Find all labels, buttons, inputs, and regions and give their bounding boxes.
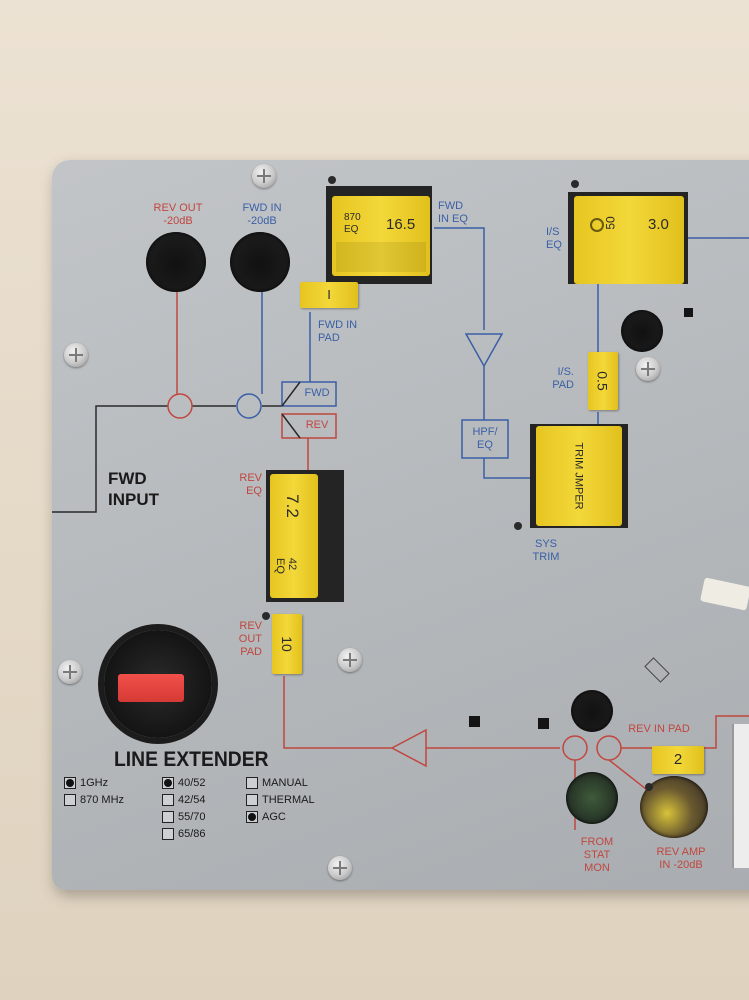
option-55-70[interactable]: 55/70 (162, 811, 206, 823)
panel-screw (64, 343, 88, 367)
indicator-dot (328, 176, 336, 184)
option-thermal[interactable]: THERMAL (246, 794, 315, 806)
hpf-eq-label: HPF/EQ (472, 426, 498, 451)
option-1ghz[interactable]: 1GHz (64, 777, 108, 789)
option-manual[interactable]: MANUAL (246, 777, 308, 789)
from-stat-mon-port[interactable] (566, 772, 618, 824)
checkbox-65-86[interactable] (162, 828, 174, 840)
rev-out-test-port[interactable] (146, 232, 206, 292)
fwd-eq-sub: EQ (344, 224, 359, 235)
checkbox-manual[interactable] (246, 777, 258, 789)
rev-eq-band: 42 (286, 557, 299, 571)
indicator-dot (571, 180, 579, 188)
indicator-dot (645, 783, 653, 791)
rev-out-pad-module[interactable]: 10 (272, 614, 302, 674)
checkbox-thermal[interactable] (246, 794, 258, 806)
is-eq-knob-icon (590, 218, 604, 232)
fwd-in-20db-label: FWD IN-20dB (242, 202, 282, 227)
panel-screw (58, 660, 82, 684)
option-40-52[interactable]: 40/52 (162, 777, 206, 789)
checkbox-42-54[interactable] (162, 794, 174, 806)
checkbox-870mhz[interactable] (64, 794, 76, 806)
fwd-eq-module[interactable]: 870 EQ 16.5 (332, 196, 430, 276)
panel-hole (621, 310, 663, 352)
option-42-54[interactable]: 42/54 (162, 794, 206, 806)
checkbox-agc[interactable] (246, 811, 258, 823)
is-pad-module[interactable]: 0.5 (588, 352, 618, 410)
panel-slot (469, 716, 480, 727)
rev-out-20db-label: REV OUT-20dB (153, 202, 203, 227)
indicator-dot (514, 522, 522, 530)
option-65-86[interactable]: 65/86 (162, 828, 206, 840)
panel-slot (538, 718, 549, 729)
option-870mhz[interactable]: 870 MHz (64, 794, 124, 806)
rev-in-pad-label: REV IN PAD (628, 723, 690, 735)
checkbox-1ghz[interactable] (64, 777, 76, 789)
fwd-in-pad-module[interactable]: I (300, 282, 358, 308)
is-eq-band: 50 (603, 216, 618, 230)
panel-hole (571, 690, 613, 732)
rev-in-pad-module[interactable]: 2 (652, 746, 704, 774)
rev-box-label: REV (305, 419, 329, 431)
checkbox-40-52[interactable] (162, 777, 174, 789)
panel-slot (684, 308, 693, 317)
panel-screw (636, 357, 660, 381)
indicator-dot (262, 612, 270, 620)
is-eq-module[interactable]: 50 3.0 (574, 196, 684, 284)
checkbox-55-70[interactable] (162, 811, 174, 823)
is-pad-label: I/S.PAD (552, 366, 574, 391)
panel-screw (328, 856, 352, 880)
sys-trim-module[interactable]: TRIM JMPER (536, 426, 622, 526)
side-connector (732, 724, 749, 868)
fwd-in-test-port[interactable] (230, 232, 290, 292)
rev-eq-value: 7.2 (282, 494, 302, 518)
panel-screw (252, 164, 276, 188)
panel-screw (338, 648, 362, 672)
fwd-eq-band: 870 (344, 212, 361, 223)
fwd-eq-value: 16.5 (386, 216, 416, 233)
option-agc[interactable]: AGC (246, 811, 286, 823)
power-switch-button[interactable] (118, 674, 184, 702)
rev-eq-sub: EQ (273, 558, 286, 574)
product-title: LINE EXTENDER (114, 748, 269, 771)
fwd-box-label: FWD (304, 387, 330, 399)
rev-eq-module[interactable]: 7.2 42 EQ (270, 474, 318, 598)
is-eq-value: 3.0 (648, 216, 669, 233)
